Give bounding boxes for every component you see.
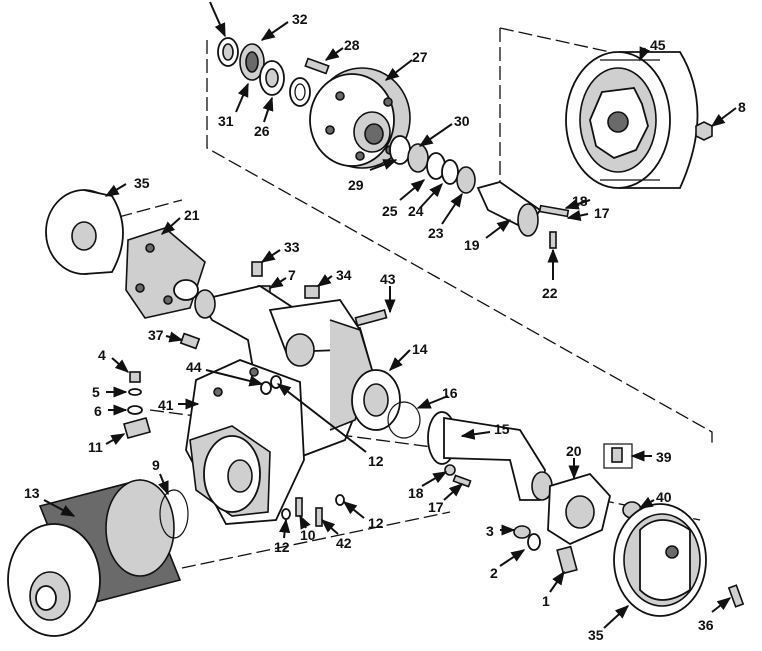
callout-41: 41 [158,397,174,413]
callout-35a: 35 [134,175,150,191]
callout-9: 9 [152,457,160,473]
callout-17b: 17 [428,499,444,515]
callout-7: 7 [288,267,296,283]
dowel-pins [281,494,345,527]
callout-19: 19 [464,237,480,253]
callout-25: 25 [382,203,398,219]
seal-ring [289,77,311,107]
clutch-pack [7,479,182,637]
wheel-stud [304,57,330,75]
callout-4: 4 [98,347,106,363]
axle-housing [194,285,373,462]
callout-31: 31 [218,113,234,129]
callout-17a: 17 [594,205,610,221]
housing-bolt [354,309,388,327]
callout-14: 14 [412,341,428,357]
callout-23: 23 [428,225,444,241]
seal-o-ring [387,401,421,439]
callout-6: 6 [94,403,102,419]
callout-11: 11 [88,439,103,455]
callout-35b: 35 [588,627,604,643]
callout-36: 36 [698,617,714,633]
callout-42: 42 [336,535,352,551]
callout-21: 21 [184,207,200,223]
callout-45: 45 [650,37,666,53]
axle-shaft [476,181,570,249]
callout-5: 5 [92,384,100,400]
callout-40: 40 [656,489,672,505]
callout-8: 8 [738,99,746,115]
brake-drum [565,51,699,189]
spindle [427,411,553,501]
callout-34: 34 [336,267,352,283]
callout-12b: 12 [368,515,384,531]
callout-20: 20 [566,443,582,459]
callout-3: 3 [486,523,494,539]
spindle-bolt-nut [444,464,472,488]
outer-bearing-cone [239,43,265,81]
callout-37: 37 [148,327,164,343]
callout-33: 33 [284,239,300,255]
retaining-ring [159,489,189,539]
callout-26: 26 [254,123,270,139]
callout-18a: 18 [572,193,588,209]
callout-10: 10 [300,527,316,543]
callout-2: 2 [490,565,498,581]
housing-flange [351,369,401,431]
oil-seal [259,60,285,96]
callout-30: 30 [454,113,470,129]
callout-29: 29 [348,177,364,193]
wheel-hub [309,67,411,169]
filler-plug-set [123,371,151,439]
callout-labels: 32 28 27 45 8 31 26 30 29 25 24 23 19 18… [24,11,746,643]
brake-assembly [613,503,707,617]
callout-28: 28 [344,37,360,53]
steering-knuckle [547,472,611,575]
callout-39: 39 [656,449,672,465]
knuckle-washer [513,525,541,551]
brake-disc-left [45,189,124,275]
callout-22: 22 [542,285,558,301]
callout-18b: 18 [408,485,424,501]
callout-15: 15 [494,421,510,437]
spindle-housing [125,227,206,319]
gear-case [185,359,305,525]
callout-13: 13 [24,485,40,501]
leader-lines [43,1,737,629]
callout-32: 32 [292,11,308,27]
callout-12c: 12 [274,539,290,555]
drain-plug [179,332,201,350]
lug-nut [695,121,713,141]
callout-24: 24 [408,203,424,219]
callout-1: 1 [542,593,550,609]
callout-12a: 12 [368,453,384,469]
fitting-39-box [603,443,633,469]
callout-44: 44 [186,359,202,375]
outer-bearing-cup [217,37,239,67]
callout-16: 16 [442,385,458,401]
inner-bearing-set [389,135,476,194]
callout-43: 43 [380,271,396,287]
brake-bolt [727,584,745,608]
callout-27: 27 [412,49,428,65]
